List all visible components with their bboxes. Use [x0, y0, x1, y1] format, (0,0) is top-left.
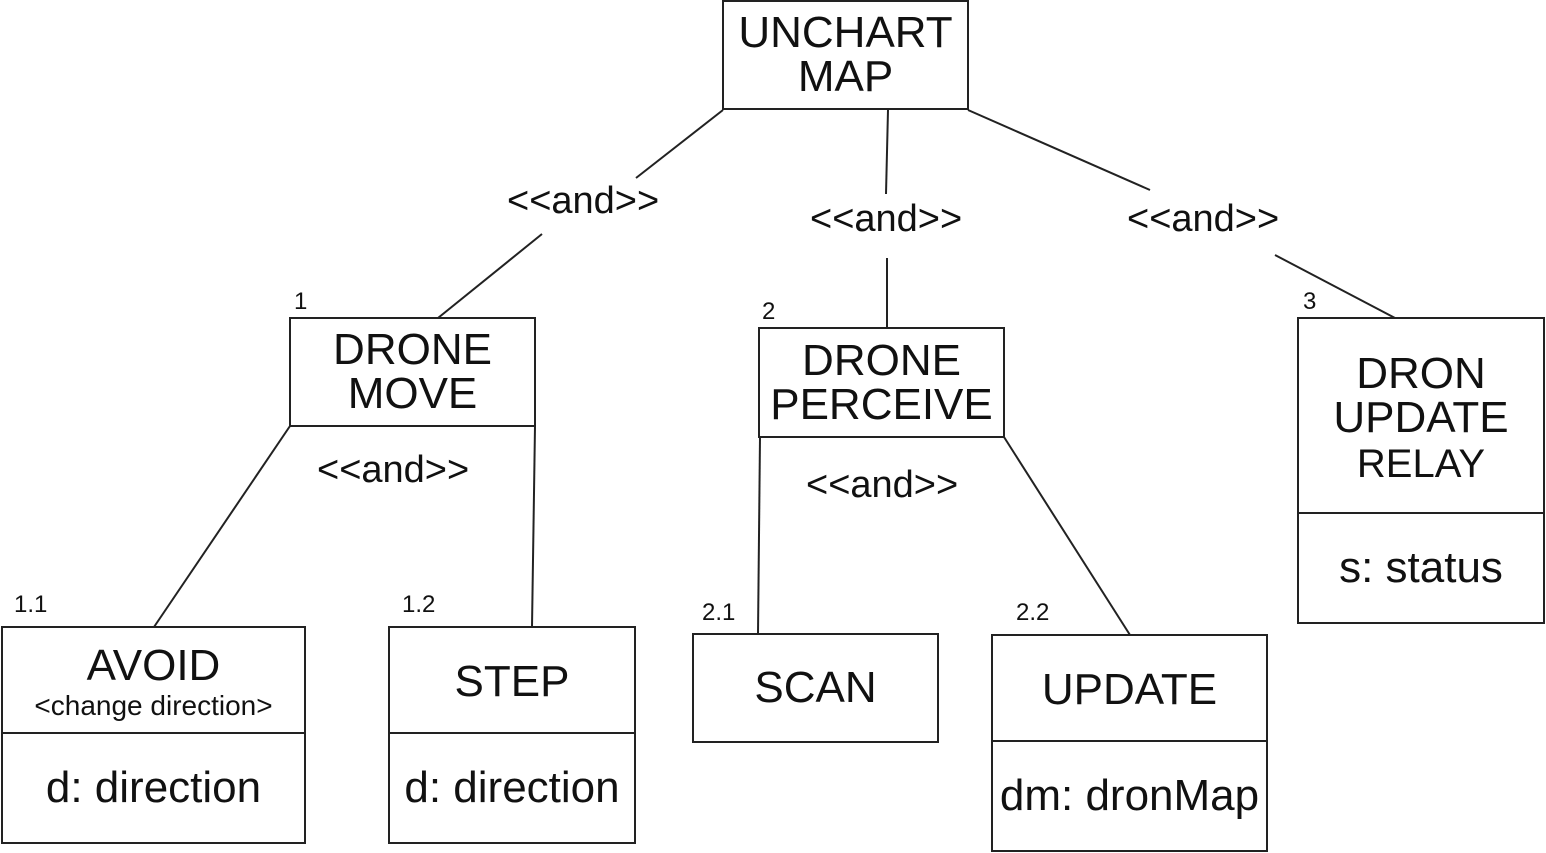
node-title-line: UPDATE: [1333, 392, 1509, 442]
node-avoid: AVOID <change direction> d: direction: [1, 626, 306, 844]
node-number: 1.1: [14, 591, 48, 618]
node-attribute: s: status: [1299, 512, 1543, 622]
node-title-line: DRON: [1356, 348, 1486, 398]
node-number: 1: [294, 288, 308, 315]
node-note: <change direction>: [34, 690, 273, 721]
node-number: 2.2: [1016, 599, 1050, 626]
node-title-line: STEP: [454, 657, 570, 706]
node-dron-update-relay: DRON UPDATE RELAY s: status: [1297, 317, 1545, 624]
node-attribute: dm: dronMap: [993, 740, 1266, 850]
and-label-root-2: <<and>>: [810, 198, 963, 240]
link-2-to-2.1: [757, 436, 761, 635]
node-drone-perceive: DRONE PERCEIVE: [758, 327, 1005, 438]
node-unchart-map: UNCHART MAP: [722, 0, 969, 110]
node-title-line: MOVE: [347, 369, 478, 418]
and-label-root-1: <<and>>: [507, 180, 660, 222]
node-title-line: DRONE: [333, 325, 492, 374]
node-attribute: d: direction: [390, 732, 634, 842]
node-number: 1.2: [402, 591, 436, 618]
and-label-node-2: <<and>>: [806, 464, 959, 506]
and-label-root-3: <<and>>: [1127, 198, 1280, 240]
node-step: STEP d: direction: [388, 626, 636, 844]
node-drone-move: DRONE MOVE: [289, 317, 536, 427]
node-title-line: UPDATE: [1041, 665, 1218, 714]
node-update: UPDATE dm: dronMap: [991, 634, 1268, 852]
link-root-to-2-upper: [885, 109, 889, 195]
link-root-to-3-lower: [1274, 254, 1396, 319]
link-1-to-1.1: [153, 425, 291, 628]
node-number: 3: [1303, 288, 1317, 315]
node-title-line: DRONE: [802, 335, 961, 385]
link-2-to-2.2: [1003, 436, 1131, 636]
node-scan: SCAN: [692, 633, 939, 743]
node-title-line: AVOID: [86, 641, 221, 690]
link-root-to-1-lower: [437, 233, 543, 319]
link-root-to-3-upper: [967, 109, 1151, 191]
node-number: 2.1: [702, 599, 736, 626]
node-title-line: PERCEIVE: [770, 379, 993, 429]
node-title-line: SCAN: [754, 663, 877, 712]
node-attribute: d: direction: [3, 732, 304, 842]
node-title-line: MAP: [797, 52, 894, 101]
and-label-node-1: <<and>>: [317, 449, 470, 491]
link-1-to-1.2: [531, 425, 536, 628]
node-title-line: UNCHART: [738, 8, 953, 57]
link-root-to-1-upper: [635, 109, 724, 179]
node-title-line: RELAY: [1356, 441, 1486, 486]
node-number: 2: [762, 298, 776, 325]
